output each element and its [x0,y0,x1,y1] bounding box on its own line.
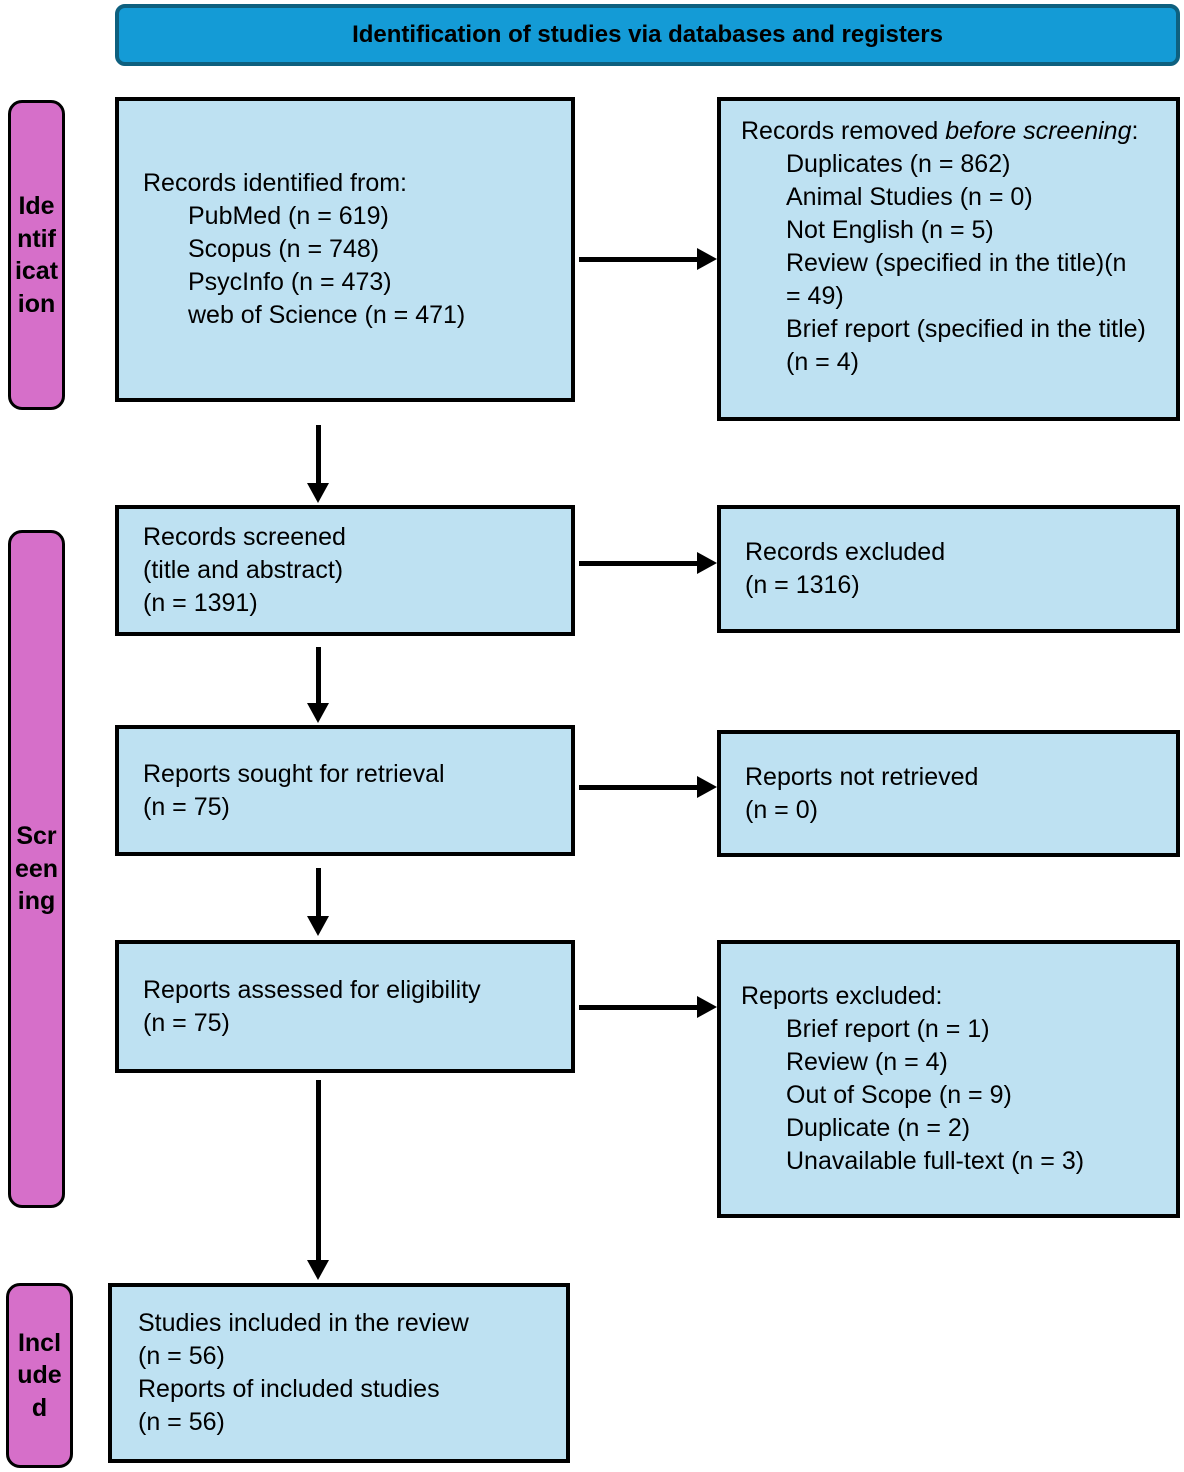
box-line: web of Science (n = 471) [188,301,466,329]
box-line: (n = 0) [745,795,818,824]
stage-label-identification-text: Identification [14,192,59,318]
box-records-removed: Records removed before screening: Duplic… [717,97,1180,421]
box-line: PsycInfo (n = 473) [188,268,392,296]
box-line: Scopus (n = 748) [188,235,380,263]
diagram-title: Identification of studies via databases … [352,21,943,48]
box-reports-excluded: Reports excluded: Brief report (n = 1) Rev… [717,940,1180,1218]
box-line: (n = 75) [143,792,230,821]
box-line: Reports of included studies [138,1375,440,1403]
box-reports-not-retrieved: Reports not retrieved (n = 0) [717,730,1180,857]
heading-prefix: Records removed [741,117,946,145]
box-line: Brief report (specified in the title) (n… [786,315,1146,376]
box-line: Reports excluded: [741,982,943,1010]
stage-label-included: Included [6,1283,73,1468]
stage-label-included-text: Included [17,1328,62,1422]
box-line: Records excluded [745,538,946,566]
box-records-removed-heading: Records removed before screening: [741,115,1146,148]
box-line: Records identified from: [143,169,408,197]
box-line: (n = 1316) [745,571,860,599]
diagram-title-bar: Identification of studies via databases … [115,4,1180,66]
box-records-excluded: Records excluded (n = 1316) [717,505,1180,633]
box-line: PubMed (n = 619) [188,202,389,230]
box-line: Studies included in the review [138,1309,469,1337]
box-line: Reports assessed for eligibility [143,975,481,1004]
box-records-removed-items: Duplicates (n = 862) Animal Studies (n = … [741,148,1146,379]
box-reports-assessed: Reports assessed for eligibility (n = 75) [115,940,575,1073]
heading-suffix: : [1131,117,1139,145]
box-line: Review (n = 4) [786,1048,948,1076]
box-line: Brief report (n = 1) [786,1015,990,1043]
box-line: Unavailable full-text (n = 3) [786,1147,1085,1175]
heading-italic: before screening [945,117,1132,145]
box-line: (title and abstract) [143,556,344,584]
box-line: (n = 1391) [143,589,258,617]
box-line: Reports not retrieved [745,762,979,791]
box-line: Animal Studies (n = 0) [786,183,1033,211]
box-studies-included: Studies included in the review (n = 56) Re… [108,1283,570,1463]
box-line: Out of Scope (n = 9) [786,1081,1012,1109]
box-line: Duplicates (n = 862) [786,150,1011,178]
box-line: (n = 56) [138,1408,225,1436]
box-line: Not English (n = 5) [786,216,994,244]
box-line: Review (specified in the title)(n = 49) [786,249,1127,310]
box-records-screened: Records screened (title and abstract) (n =… [115,505,575,636]
box-line: Reports sought for retrieval [143,759,445,788]
box-line: (n = 75) [143,1008,230,1037]
stage-label-identification: Identification [8,100,65,410]
box-line: (n = 56) [138,1342,225,1370]
stage-label-screening: Screening [8,530,65,1208]
box-reports-sought: Reports sought for retrieval (n = 75) [115,725,575,856]
box-records-identified: Records identified from: PubMed (n = 619)… [115,97,575,402]
box-line: Records screened [143,523,346,551]
stage-label-screening-text: Screening [14,822,59,916]
box-line: Duplicate (n = 2) [786,1114,971,1142]
